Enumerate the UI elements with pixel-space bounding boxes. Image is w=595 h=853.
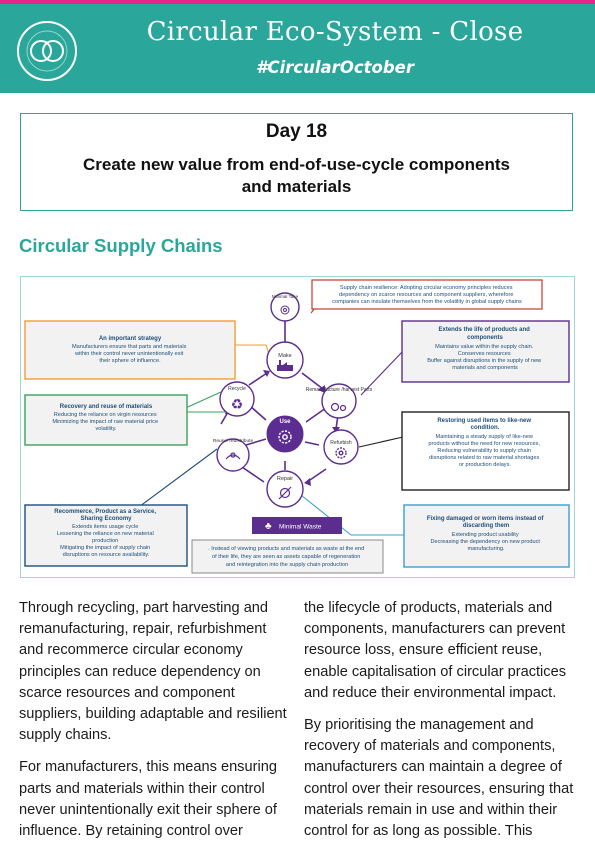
box-important-strategy xyxy=(24,320,236,380)
box-restoring xyxy=(401,411,570,491)
node-remanufacture xyxy=(321,383,357,419)
box-strategy-title: An important strategy xyxy=(99,336,162,342)
header-hashtag: #CircularOctober xyxy=(255,58,414,77)
day-number: Day 18 xyxy=(265,121,328,142)
connector-restoring xyxy=(358,436,404,448)
box-supply-chain-text: Supply chain resilience: Adopting circul… xyxy=(332,285,522,305)
day-box: Day 18 Create new value from end-of-use-… xyxy=(20,113,573,211)
leaf-icon: ♣ xyxy=(265,521,272,532)
box-extends-life xyxy=(401,320,570,383)
refurbish-gear-icon xyxy=(335,447,347,459)
body-column-left: Through recycling, part harvesting and r… xyxy=(19,598,289,853)
box-strategy-text: Manufacturers ensure that parts and mate… xyxy=(72,344,188,364)
connector-extends xyxy=(360,348,406,396)
day-description: Create new value from end-of-use-cycle c… xyxy=(83,155,510,196)
circular-supply-chain-diagram: Minimal Take Make Remanufacture /harvest… xyxy=(20,276,575,578)
node-refurbish xyxy=(323,429,359,465)
box-recommerce-text: Extends items usage cycle Lessening the … xyxy=(57,524,156,558)
node-repair-label: Repair xyxy=(277,476,293,482)
body-paragraph: the lifecycle of products, materials and… xyxy=(304,600,567,701)
page-header: Circular Eco-System - Close #CircularOct… xyxy=(0,4,595,93)
interlocking-circles-logo-icon xyxy=(17,21,77,81)
node-refurbish-label: Refurbish xyxy=(330,440,352,446)
box-extends-text: Maintains value within the supply chain.… xyxy=(427,344,543,371)
box-restoring-text: Maintaining a steady supply of like-new … xyxy=(428,434,541,468)
gears-icon xyxy=(330,402,347,412)
node-make-label: Make xyxy=(278,353,291,359)
box-recovery-text: Reducing the reliance on virgin resource… xyxy=(52,412,159,432)
box-fixing-damaged xyxy=(403,504,570,568)
minimal-waste-label: Minimal Waste xyxy=(279,524,322,531)
repair-tools-icon xyxy=(278,486,292,500)
body-paragraph: For manufacturers, this means ensuring p… xyxy=(19,759,277,840)
box-extends-title: Extends the life of products and compone… xyxy=(438,327,531,341)
box-fixing-title: Fixing damaged or worn items instead of … xyxy=(427,516,545,529)
body-paragraph: By prioritising the management and recov… xyxy=(304,717,574,840)
top-accent-strip xyxy=(0,0,595,4)
node-minimal-take xyxy=(270,292,300,322)
box-recovery-title: Recovery and reuse of materials xyxy=(60,404,153,410)
recycle-icon: ♻ xyxy=(231,396,244,412)
box-minimal-waste xyxy=(191,539,384,574)
connector-fixing xyxy=(300,494,405,536)
reuse-hands-icon xyxy=(225,452,241,460)
box-recovery-reuse xyxy=(24,394,188,446)
node-recycle-label: Recycle xyxy=(228,386,246,392)
box-recommerce xyxy=(24,504,188,567)
box-waste-text: . Instead of viewing products and materi… xyxy=(208,546,366,568)
node-remanufacture-label: Remanufacture /harvest Parts xyxy=(306,387,373,393)
body-column-right: the lifecycle of products, materials and… xyxy=(304,598,576,853)
box-supply-chain-resilience xyxy=(311,279,543,310)
node-use-label: Use xyxy=(279,419,291,425)
body-paragraph: Through recycling, part harvesting and r… xyxy=(19,600,287,744)
minimal-waste-banner xyxy=(252,517,342,534)
node-recycle xyxy=(219,381,255,417)
diagram-canvas: Minimal Take Make Remanufacture /harvest… xyxy=(24,279,570,574)
use-gear-icon xyxy=(278,430,292,444)
header-title: Circular Eco-System - Close xyxy=(146,17,524,47)
box-restoring-title: Restoring used items to like-new conditi… xyxy=(437,418,532,431)
node-reuse-label: Reuse/ redistribute xyxy=(213,438,254,444)
node-minimal-take-label: Minimal Take xyxy=(272,294,299,299)
box-recommerce-title: Recommerce, Product as a Service, Sharin… xyxy=(54,509,157,522)
node-use xyxy=(265,414,305,454)
node-make xyxy=(266,341,304,379)
section-heading: Circular Supply Chains xyxy=(19,235,223,256)
box-fixing-text: Extending product usability Decreasing t… xyxy=(430,532,541,552)
extraction-icon xyxy=(280,305,290,315)
factory-icon xyxy=(277,360,293,371)
